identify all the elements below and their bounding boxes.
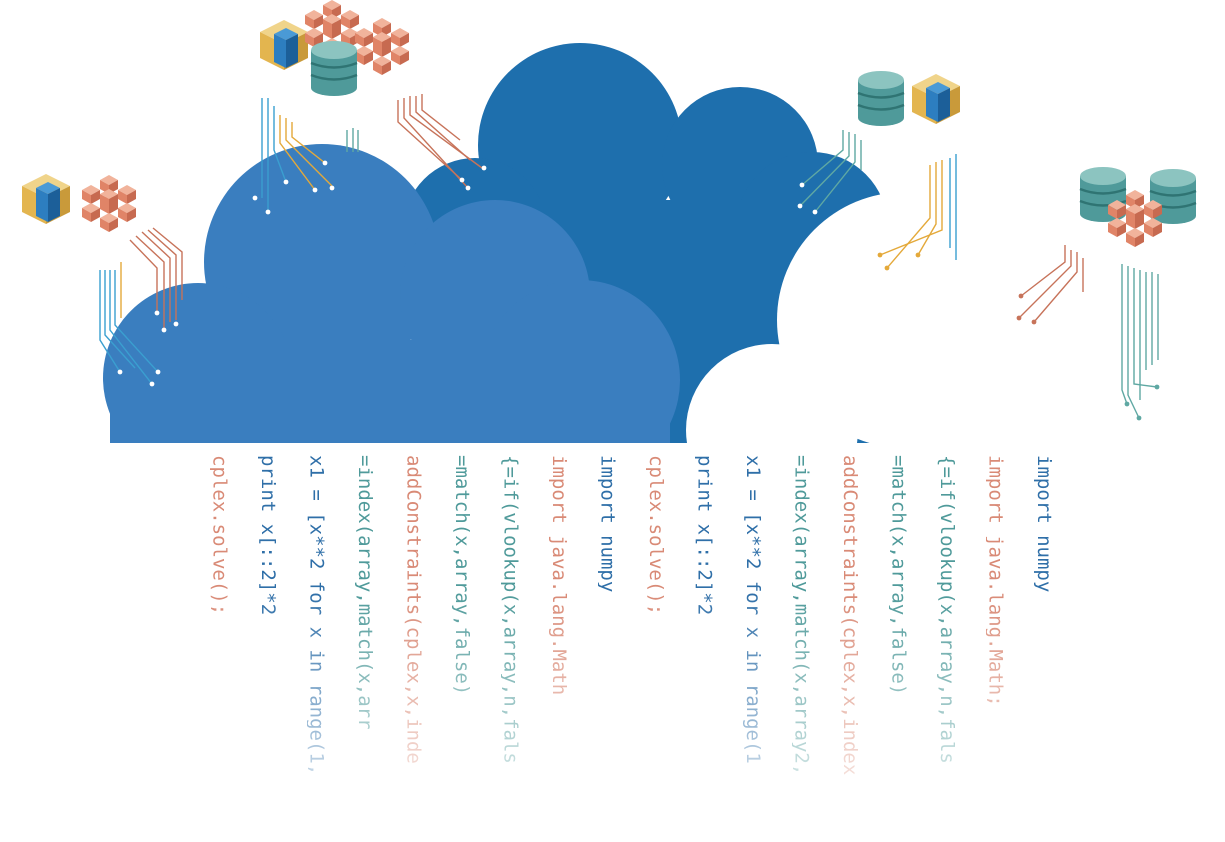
cube-icon [912, 74, 960, 124]
code-line: =index(array,match(x,arr [355, 455, 375, 730]
code-line: print x[::2]*2 [258, 455, 278, 616]
code-line: =match(x,array,false) [888, 455, 909, 696]
code-line: {=if(vlookup(x,array,n,fals [500, 455, 521, 764]
code-line: =index(array,match(x,array2, [791, 455, 812, 776]
circuit-wires-icon [99, 94, 1159, 419]
code-line: print x[::2]*2 [694, 455, 715, 616]
code-line: cplex.solve(); [209, 455, 230, 616]
block-cluster-icon [355, 18, 409, 75]
circuit-nodes-colored [877, 252, 1160, 421]
cloud-front [103, 144, 680, 443]
code-line: import numpy [1034, 455, 1054, 593]
cube-icon [260, 20, 308, 70]
code-line: x1 = [x**2 for x in range(1, [306, 455, 327, 776]
circuit-nodes [117, 160, 818, 387]
code-line: x1 = [x**2 for x in range(1 [743, 455, 763, 764]
database-icon [309, 39, 359, 98]
code-line: import numpy [597, 455, 618, 593]
code-line: addConstraints(cplex,x,inde [403, 455, 424, 764]
block-cluster-icon [82, 175, 136, 232]
code-line: import java.lang.Math [549, 455, 569, 696]
database-icon [856, 69, 906, 128]
code-line: addConstraints(cplex,x,index [840, 455, 860, 776]
code-line: {=if(vlookup(x,array,n,fals [937, 455, 957, 764]
code-line: cplex.solve(); [646, 455, 666, 616]
cube-icon [22, 174, 70, 224]
code-line: import java.lang.Math; [985, 455, 1006, 707]
code-line: =match(x,array,false) [452, 455, 472, 696]
